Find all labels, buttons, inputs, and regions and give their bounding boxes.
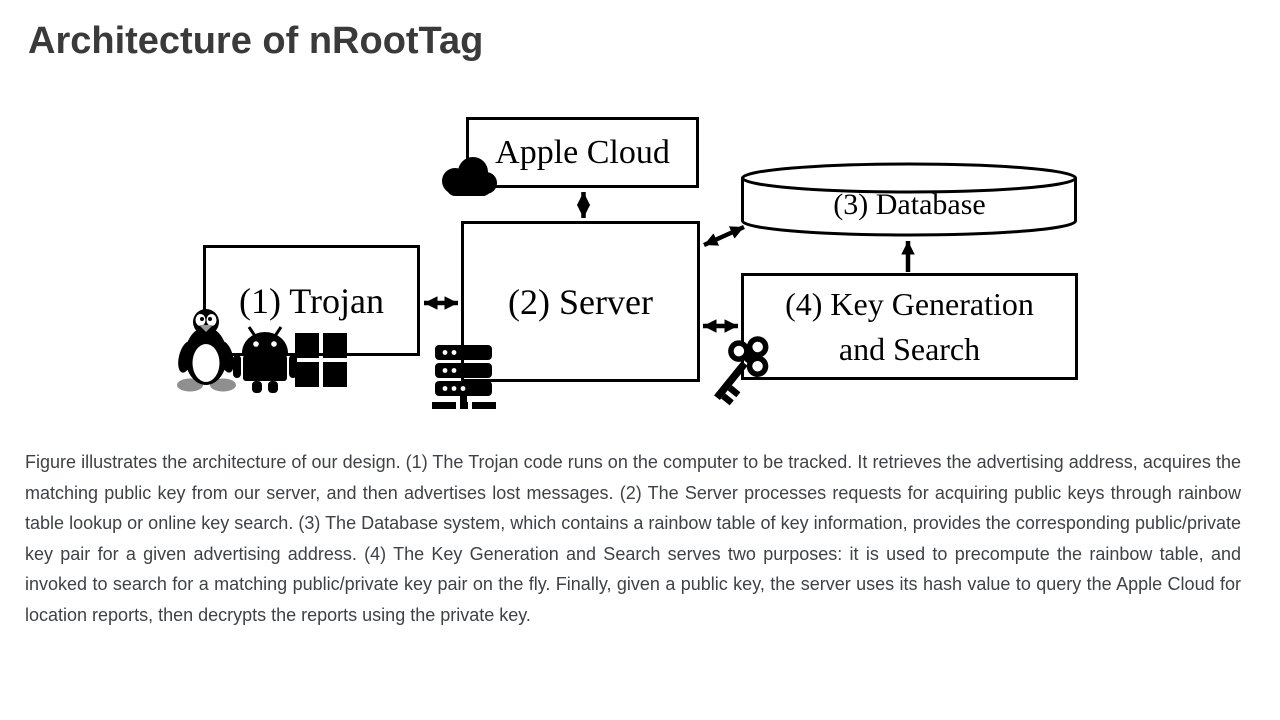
page-title: Architecture of nRootTag — [28, 20, 484, 62]
figure-caption: Figure illustrates the architecture of o… — [25, 452, 1241, 625]
node-server: (2) Server — [461, 221, 700, 382]
node-key-generation: (4) Key Generation and Search — [741, 273, 1078, 380]
node-key-generation-label-line1: (4) Key Generation — [785, 285, 1034, 322]
node-trojan-label: (1) Trojan — [238, 280, 385, 321]
node-apple-cloud-label: Apple Cloud — [495, 133, 670, 171]
node-trojan: (1) Trojan — [203, 245, 420, 356]
key-icon — [714, 336, 769, 406]
server-rack-icon — [432, 345, 496, 409]
cloud-icon — [442, 157, 497, 196]
linux-tux-icon — [177, 309, 236, 392]
node-apple-cloud: Apple Cloud — [466, 117, 699, 188]
node-server-label: (2) Server — [508, 281, 653, 322]
node-database-label: (3) Database — [833, 188, 986, 221]
windows-icon — [295, 333, 347, 387]
android-icon — [233, 326, 297, 393]
node-key-generation-label-line2: and Search — [838, 330, 981, 367]
